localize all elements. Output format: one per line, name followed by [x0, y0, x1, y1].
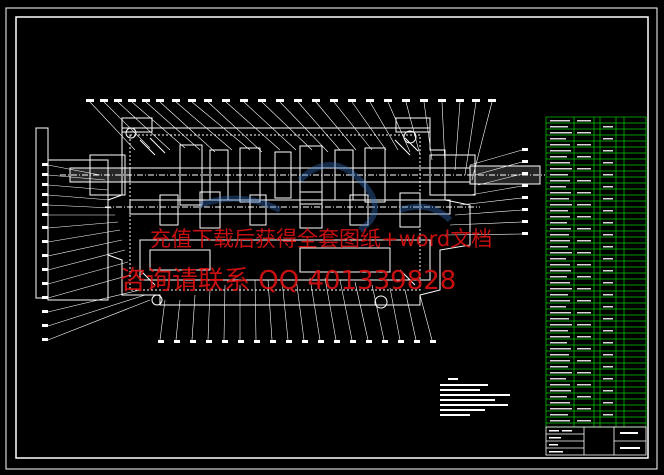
title-block: [545, 426, 647, 456]
gearbox-assembly-section: [35, 117, 545, 309]
faint-logo-watermark: [198, 162, 453, 233]
title-block-text-marks: [549, 430, 640, 453]
leader-lines: [47, 101, 523, 341]
inner-border: [15, 16, 649, 459]
technical-notes-block: [440, 378, 510, 416]
balloon-number-marks: [42, 99, 528, 343]
watermark-contact-line: 咨询请联系 QQ 401339828: [120, 266, 457, 296]
outer-border: [5, 7, 658, 470]
bom-text-marks: [550, 120, 613, 422]
watermark-download-line: 充值下载后获得全套图纸+word文档: [150, 227, 493, 251]
